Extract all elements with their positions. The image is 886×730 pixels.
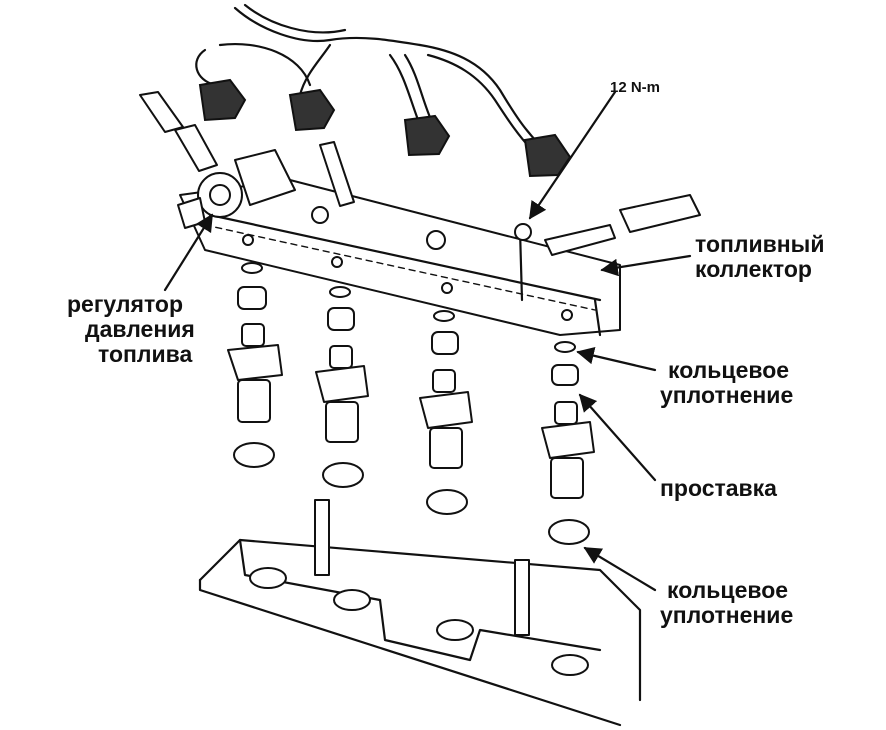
oring-top-label-line1: кольцевое [668,357,789,383]
fuel-rail-label-line1: топливный [695,231,824,257]
injector-1 [227,262,283,468]
injector-4 [541,341,595,545]
spacer-label: проставка [660,475,777,501]
torque-label: 12 N-m [610,79,660,96]
oring-bottom-label-line2: уплотнение [660,602,793,628]
oring-top-label-line2: уплотнение [660,382,793,408]
injector-3 [419,310,473,515]
wiring-harness [195,3,542,152]
fuel-rail [179,179,701,337]
regulator-label-line1: регулятор [67,291,183,317]
intake-manifold [198,499,642,727]
regulator-label-line2: давления [85,316,195,342]
regulator-label-line3: топлива [98,341,192,367]
injector-2 [315,286,369,488]
fuel-rail-label-line2: коллектор [695,256,812,282]
leader-lines [163,90,692,592]
pressure-regulator [139,91,355,229]
oring-bottom-label-line1: кольцевое [667,577,788,603]
